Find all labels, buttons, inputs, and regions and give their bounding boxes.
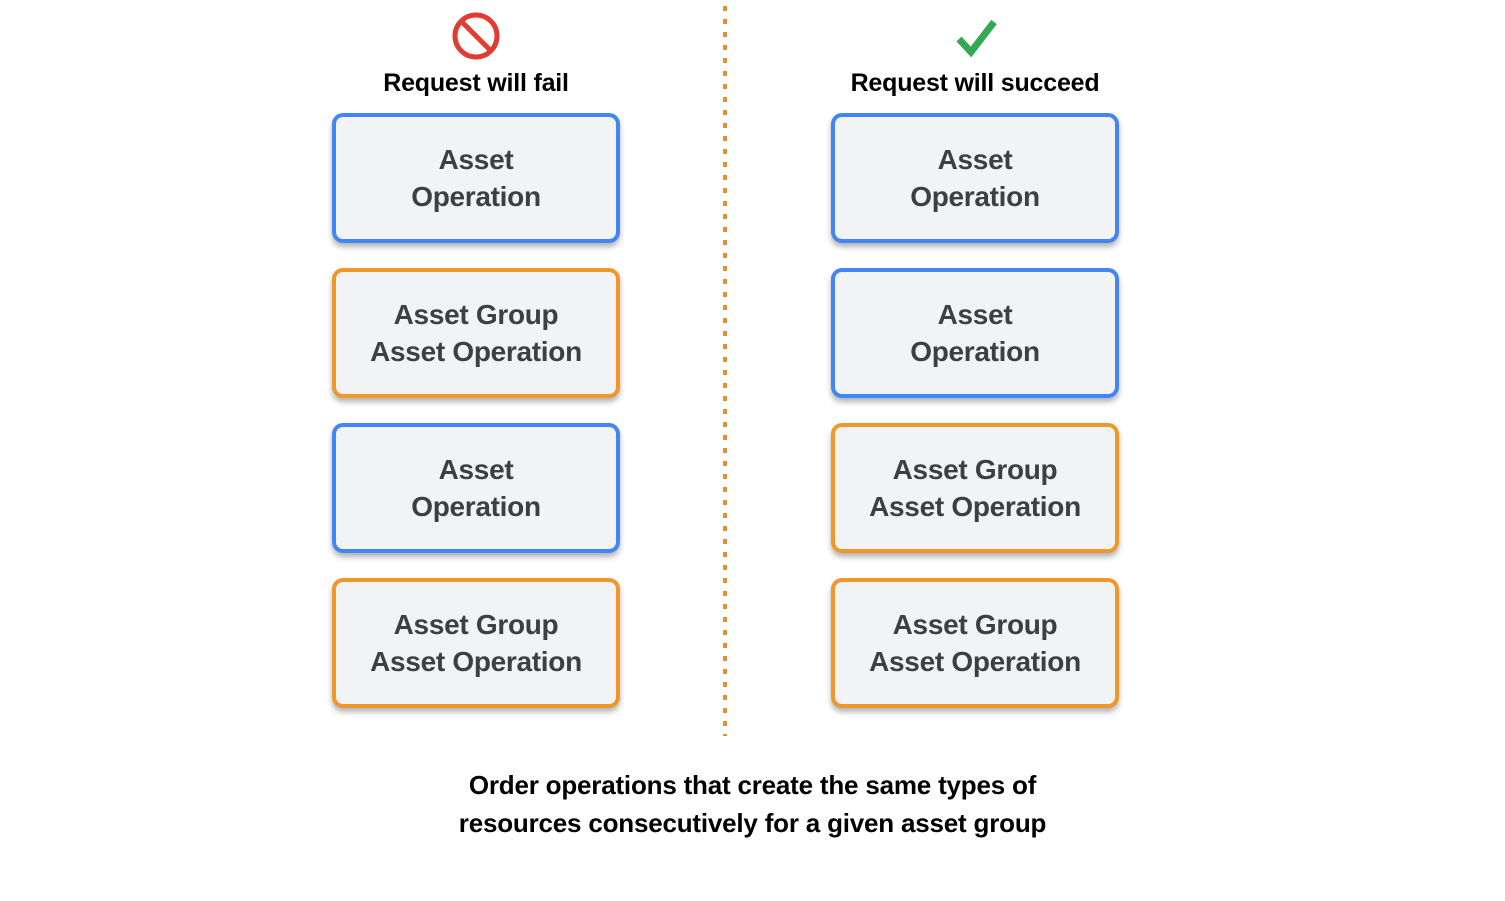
card-asset-operation[interactable]: Asset Operation: [332, 423, 620, 553]
prohibition-icon: [448, 8, 504, 64]
card-label: Asset Group Asset Operation: [370, 609, 582, 677]
column-header-label-succeed: Request will succeed: [850, 69, 1100, 97]
card-stack-succeed: Asset Operation Asset Operation Asset Gr…: [831, 113, 1119, 708]
column-header-fail: Request will fail: [316, 8, 636, 98]
card-label: Asset Group Asset Operation: [869, 609, 1081, 677]
column-header-label-fail: Request will fail: [383, 69, 569, 97]
card-asset-operation[interactable]: Asset Operation: [831, 113, 1119, 243]
card-label: Asset Operation: [910, 144, 1040, 212]
card-stack-fail: Asset Operation Asset Group Asset Operat…: [332, 113, 620, 708]
card-asset-group-asset-operation[interactable]: Asset Group Asset Operation: [332, 268, 620, 398]
column-header-succeed: Request will succeed: [815, 8, 1135, 98]
card-asset-group-asset-operation[interactable]: Asset Group Asset Operation: [831, 423, 1119, 553]
card-asset-group-asset-operation[interactable]: Asset Group Asset Operation: [831, 578, 1119, 708]
card-label: Asset Operation: [411, 144, 541, 212]
card-label: Asset Group Asset Operation: [370, 299, 582, 367]
diagram-caption: Order operations that create the same ty…: [458, 770, 1047, 838]
check-icon: [947, 8, 1003, 64]
card-label: Asset Operation: [411, 454, 541, 522]
card-label: Asset Group Asset Operation: [869, 454, 1081, 522]
card-label: Asset Operation: [910, 299, 1040, 367]
card-asset-operation[interactable]: Asset Operation: [831, 268, 1119, 398]
vertical-dotted-divider: [723, 6, 727, 736]
card-asset-operation[interactable]: Asset Operation: [332, 113, 620, 243]
card-asset-group-asset-operation[interactable]: Asset Group Asset Operation: [332, 578, 620, 708]
